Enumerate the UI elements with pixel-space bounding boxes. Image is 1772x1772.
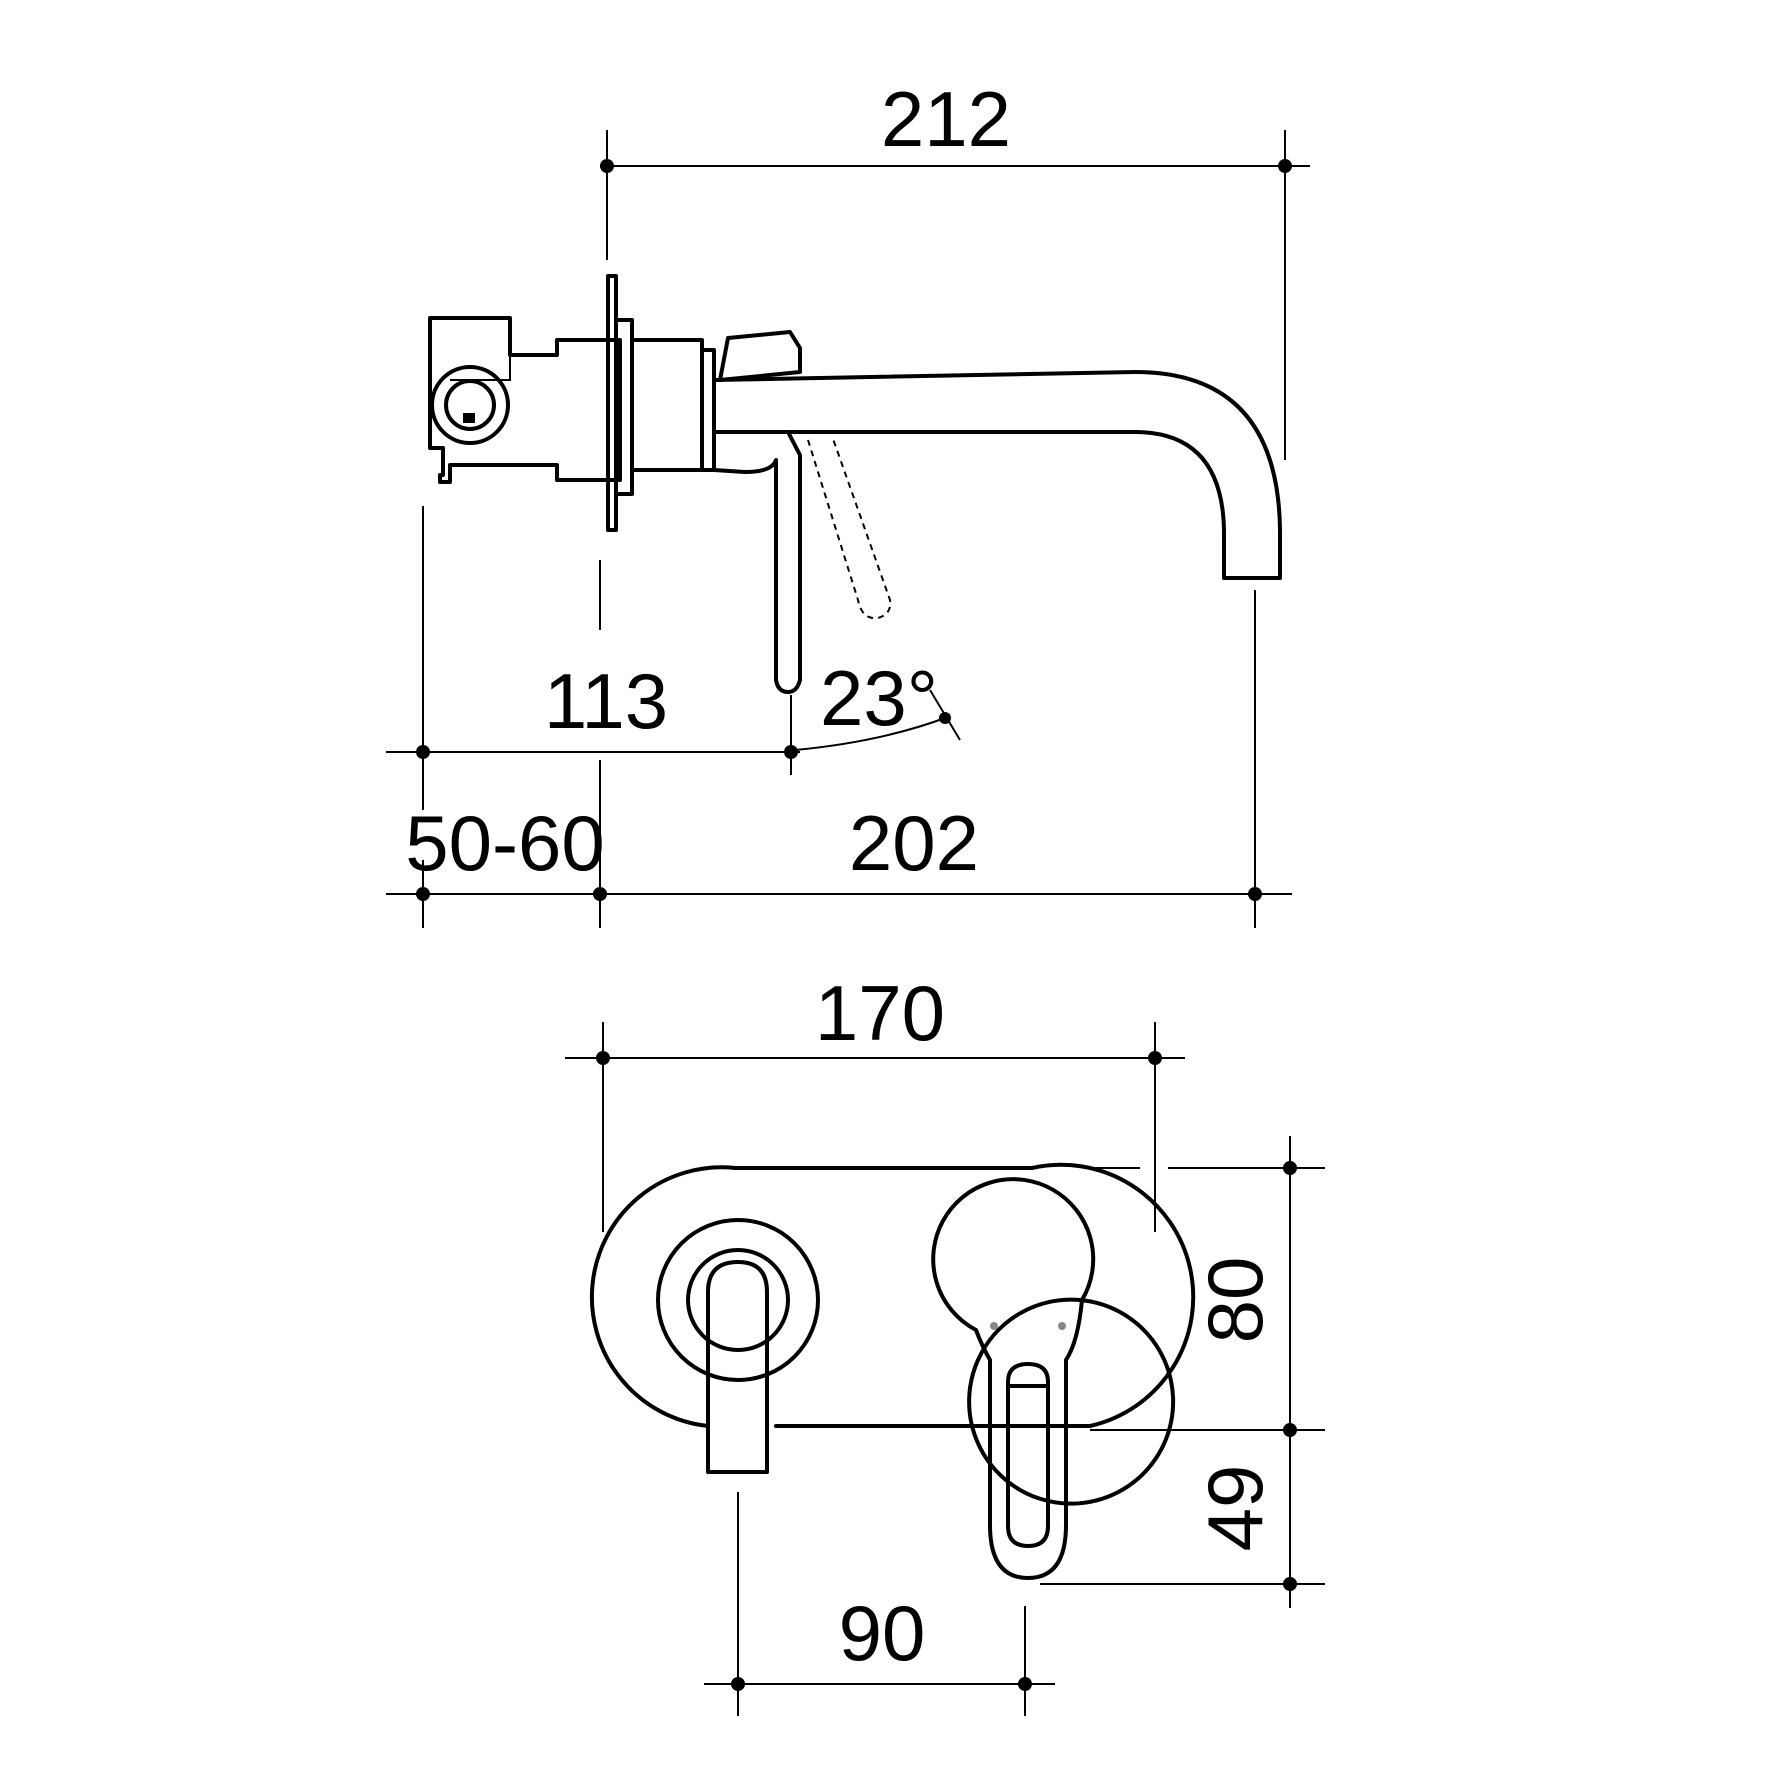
angle-arc-end-dot bbox=[939, 712, 951, 724]
dim-202-label: 202 bbox=[849, 799, 979, 887]
wall-mounting-plate bbox=[606, 274, 618, 532]
left-rosette-outer bbox=[656, 1218, 820, 1382]
dim-80-and-49: 80 49 bbox=[1040, 1136, 1325, 1608]
right-handle-slot bbox=[1006, 1362, 1050, 1548]
flange-clamp bbox=[630, 338, 704, 472]
angle-label: 23° bbox=[820, 654, 938, 742]
dim-170: 170 bbox=[565, 969, 1185, 1232]
valve-body-outline bbox=[428, 316, 622, 484]
left-rosette-inner bbox=[686, 1248, 790, 1352]
indicator-dot-cold bbox=[1058, 1322, 1066, 1330]
dim-212: 212 bbox=[600, 75, 1310, 460]
escutcheon bbox=[700, 348, 716, 472]
cartridge-inner-ring bbox=[444, 379, 496, 431]
lever-handle-top bbox=[718, 330, 802, 382]
indicator-dot-hot bbox=[990, 1322, 998, 1330]
dim-113: 113 bbox=[386, 506, 800, 810]
dim-90-label: 90 bbox=[839, 1589, 926, 1677]
front-view: 170 80 49 90 bbox=[565, 969, 1325, 1716]
dim-90: 90 bbox=[704, 1492, 1055, 1716]
spout-outline bbox=[712, 370, 1282, 580]
lever-rotated-ghost bbox=[807, 435, 892, 620]
right-rosette-outer bbox=[967, 1297, 1176, 1506]
cartridge-notch bbox=[463, 413, 475, 423]
dim-170-label: 170 bbox=[815, 969, 945, 1057]
dim-50-60-label: 50-60 bbox=[405, 799, 605, 887]
dim-49-label: 49 bbox=[1191, 1465, 1279, 1552]
dim-80-label: 80 bbox=[1191, 1257, 1279, 1344]
dim-212-label: 212 bbox=[881, 75, 1011, 163]
backplate-outline bbox=[589, 1162, 1196, 1428]
right-handle-loop bbox=[931, 1177, 1096, 1580]
cartridge-outer-ring bbox=[430, 365, 510, 445]
side-view: 212 113 23° 50-60 202 bbox=[386, 75, 1310, 928]
left-handle bbox=[706, 1260, 769, 1474]
lever-handle-shank bbox=[712, 430, 802, 694]
dim-113-label: 113 bbox=[544, 657, 668, 745]
angle-arc bbox=[794, 717, 946, 751]
dim-50-60-and-202: 50-60 202 bbox=[386, 590, 1292, 928]
